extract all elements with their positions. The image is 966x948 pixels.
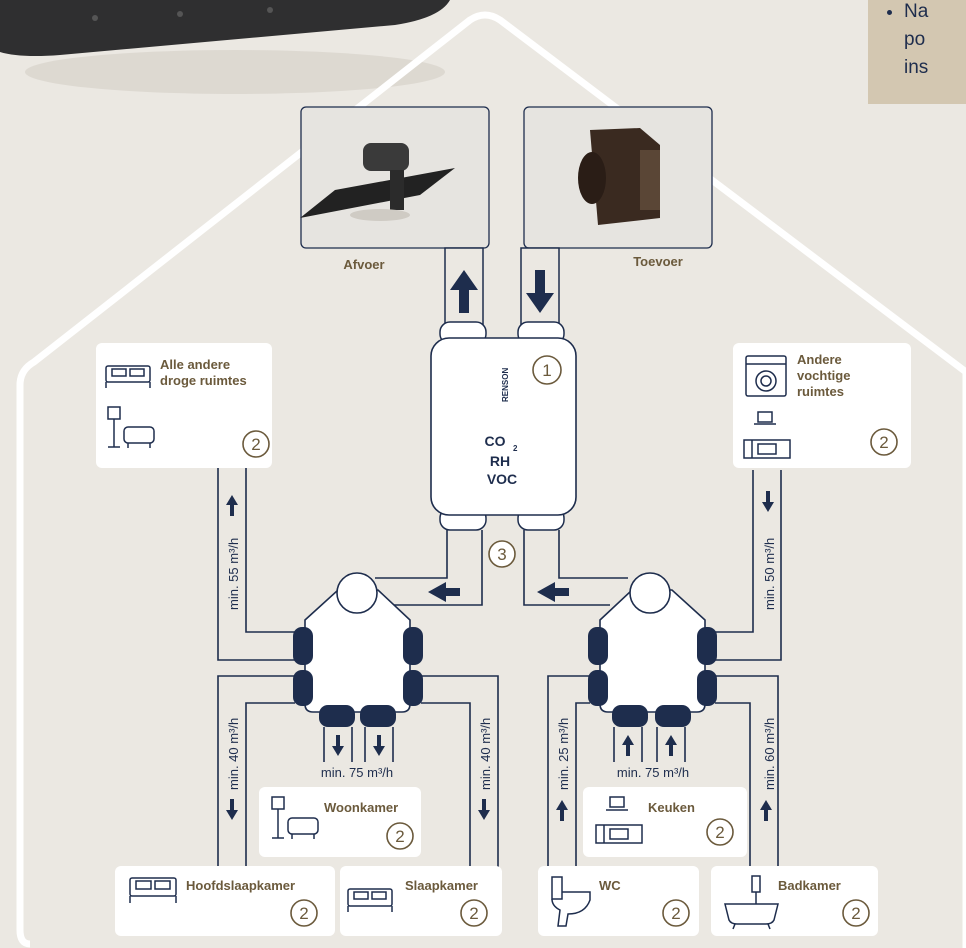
bed-icon [347, 888, 393, 912]
unit-number: 1 [542, 361, 551, 380]
exhaust-up-arrow [450, 270, 478, 313]
slaapkamer-title: Slaapkamer [405, 878, 478, 893]
renson-unit [430, 321, 577, 531]
kitchen-icon [743, 411, 791, 459]
unit-number-badge [532, 355, 562, 385]
wc-number: 2 [671, 904, 680, 923]
sensor-voc: VOC [487, 471, 517, 487]
right-ducts [547, 470, 782, 868]
wet-number: 2 [879, 433, 888, 452]
flow-slaapkamer: min. 40 m³/h [478, 718, 493, 790]
supply-label: Toevoer [633, 254, 683, 269]
plenum-number: 3 [497, 545, 506, 564]
wet-title-3: ruimtes [797, 384, 844, 399]
armchair-lamp-icon [107, 406, 155, 448]
note-line-3: ins [904, 57, 929, 78]
woonkamer-number: 2 [395, 827, 404, 846]
room-card-wc: WC 2 [538, 866, 699, 936]
plenum-number-badge [488, 540, 516, 568]
woonkamer-title: Woonkamer [324, 800, 398, 815]
supply-grille-photo [523, 106, 713, 249]
armchair-lamp-icon [271, 796, 319, 839]
wet-title-2: vochtige [797, 368, 850, 383]
room-card-hoofdslaapkamer: Hoofdslaapkamer 2 [115, 866, 335, 936]
room-card-woonkamer: Woonkamer 2 [259, 787, 421, 857]
room-card-keuken: Keuken 2 [583, 787, 747, 857]
dry-number: 2 [251, 435, 260, 454]
info-note-list: Na po ins [868, 0, 966, 82]
brand-label: RENSON [501, 368, 510, 402]
note-line-1: Na [904, 0, 966, 26]
flow-wet: min. 50 m³/h [762, 538, 777, 610]
flow-badkamer: min. 60 m³/h [762, 718, 777, 790]
keuken-number: 2 [715, 823, 724, 842]
toilet-icon [551, 876, 591, 927]
flow-keuken: min. 75 m³/h [617, 765, 689, 780]
dry-title-2: droge ruimtes [160, 373, 247, 388]
flow-dry: min. 55 m³/h [226, 538, 241, 610]
ventilation-unit-photo [0, 0, 450, 94]
badkamer-title: Badkamer [778, 878, 841, 893]
house-outline [16, 11, 966, 948]
sensor-co2: CO [485, 433, 506, 449]
hoofdslaapkamer-number: 2 [299, 904, 308, 923]
sensor-co2-subscript: 2 [513, 444, 518, 453]
bed-icon [105, 365, 151, 388]
left-ducts [217, 465, 499, 868]
info-note-panel: Na po ins [868, 0, 966, 104]
bathtub-icon [724, 875, 779, 930]
right-distribution-box [588, 572, 717, 727]
supply-down-arrow [526, 270, 554, 313]
room-card-badkamer: Badkamer 2 [711, 866, 878, 936]
flow-arrows [226, 491, 774, 821]
room-card-slaapkamer: Slaapkamer 2 [340, 866, 502, 936]
badkamer-number: 2 [851, 904, 860, 923]
washing-machine-icon [745, 355, 787, 397]
sensor-rh: RH [490, 453, 510, 469]
note-line-2: po [904, 29, 926, 50]
flow-wc: min. 25 m³/h [556, 718, 571, 790]
bed-icon [129, 877, 177, 903]
hoofdslaapkamer-title: Hoofdslaapkamer [186, 878, 295, 893]
room-card-dry: Alle andere droge ruimtes 2 [96, 343, 272, 468]
keuken-title: Keuken [648, 800, 695, 815]
flow-hoofdslaapkamer: min. 40 m³/h [226, 718, 241, 790]
wet-title-1: Andere [797, 352, 842, 367]
exhaust-grille-photo [300, 106, 490, 249]
exhaust-label: Afvoer [343, 257, 384, 272]
kitchen-icon [595, 796, 643, 844]
left-distribution-box [293, 572, 423, 727]
wc-title: WC [599, 878, 621, 893]
plenum-ducts [375, 530, 628, 606]
slaapkamer-number: 2 [469, 904, 478, 923]
flow-woonkamer: min. 75 m³/h [321, 765, 393, 780]
dry-title-1: Alle andere [160, 357, 230, 372]
room-card-wet: Andere vochtige ruimtes 2 [733, 343, 911, 468]
